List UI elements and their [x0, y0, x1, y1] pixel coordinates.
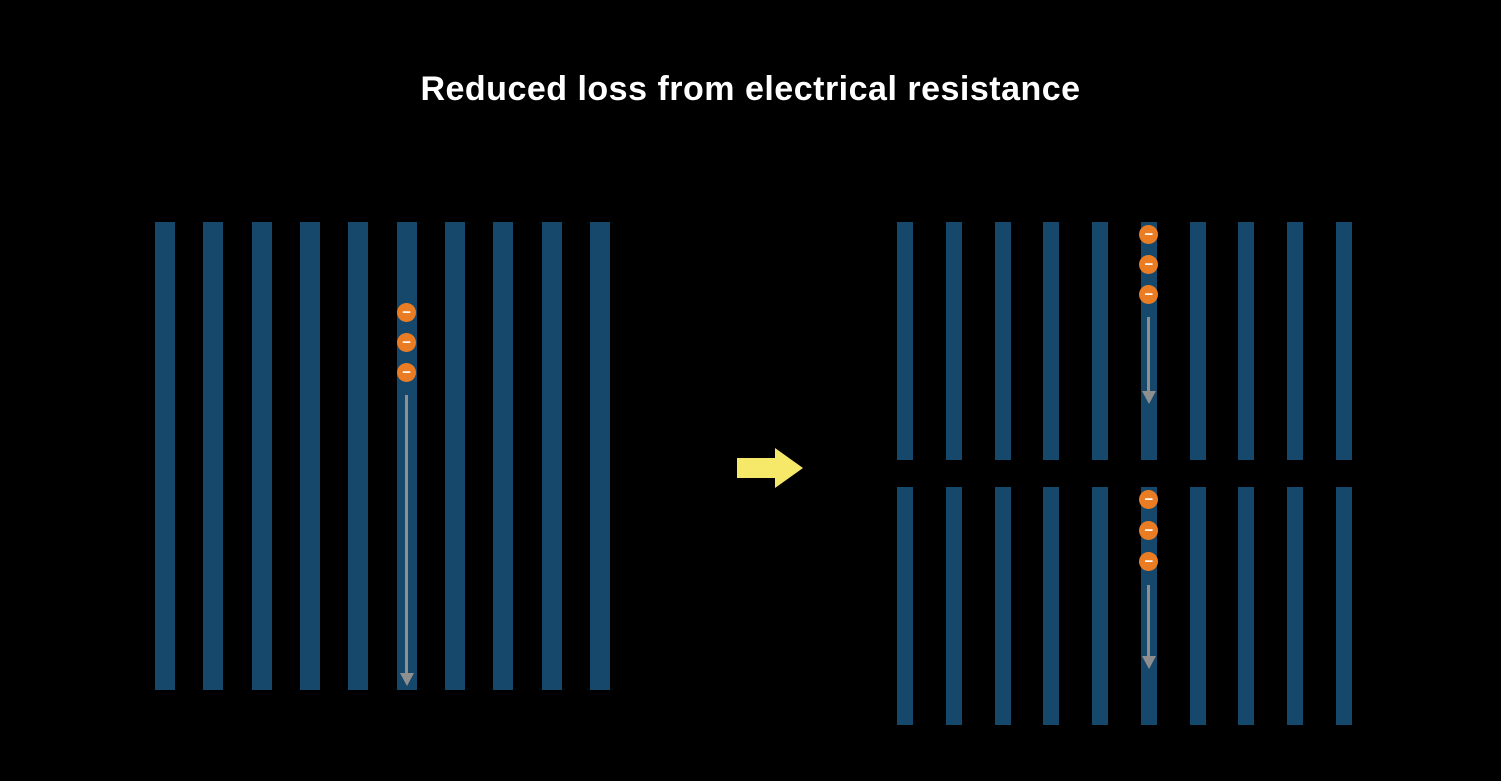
conductor-bar: [1092, 222, 1109, 460]
electron: −: [1139, 552, 1159, 571]
conductor-bar: [1336, 487, 1352, 725]
arrowhead-icon: [1141, 391, 1156, 404]
arrowhead-icon: [399, 673, 414, 686]
current-flow-arrow: [405, 395, 409, 674]
conductor-bar: [1092, 487, 1109, 725]
conductor-bar: [203, 222, 224, 690]
electron: −: [397, 303, 417, 322]
electron: −: [1139, 521, 1159, 540]
conductor-bar: [300, 222, 320, 690]
conductor-bar: [897, 487, 913, 725]
electron: −: [1139, 225, 1159, 244]
conductor-bar: [445, 222, 465, 690]
conductor-bar: [1043, 487, 1060, 725]
conductor-bar: [897, 222, 913, 460]
conductor-bar: [945, 487, 962, 725]
conductor-bar: [541, 222, 562, 690]
conductor-bar: [994, 222, 1011, 460]
conductor-bar: [1287, 487, 1304, 725]
conductor-bar: [348, 222, 369, 690]
electron: −: [397, 333, 417, 352]
full-cell-panel: − − −: [155, 222, 610, 690]
half-cell-top-panel: − − −: [897, 222, 1352, 460]
current-flow-arrow: [1147, 585, 1151, 657]
electron: −: [1139, 285, 1159, 304]
conductor-bar: [1238, 222, 1255, 460]
current-flow-arrow: [1147, 317, 1151, 392]
conductor-bar: [1189, 487, 1206, 725]
conductor-bar: [1336, 222, 1352, 460]
conductor-bar: [493, 222, 514, 690]
diagram-title: Reduced loss from electrical resistance: [420, 70, 1081, 108]
electron: −: [397, 363, 417, 382]
transition-arrow-icon: [737, 448, 803, 488]
conductor-bar: [155, 222, 175, 690]
conductor-bar: [1238, 487, 1255, 725]
conductor-bar: [945, 222, 962, 460]
conductor-bar: [590, 222, 610, 690]
conductor-bar: [1287, 222, 1304, 460]
conductor-bar: [1043, 222, 1060, 460]
arrowhead-icon: [1141, 656, 1156, 669]
electron: −: [1139, 255, 1159, 274]
conductor-bar: [1189, 222, 1206, 460]
half-cell-bottom-panel: − − −: [897, 487, 1352, 725]
conductor-bar: [251, 222, 272, 690]
electron: −: [1139, 490, 1159, 509]
conductor-bar: [994, 487, 1011, 725]
